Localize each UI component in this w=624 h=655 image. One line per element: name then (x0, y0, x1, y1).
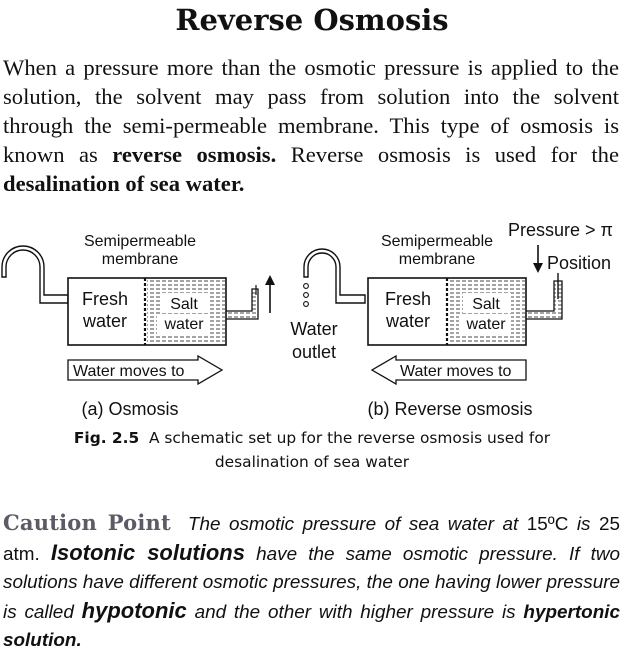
right-flow-arrow (370, 354, 527, 386)
water-drop (303, 301, 309, 307)
caution-bold-isotonic: Isotonic solutions (50, 540, 245, 565)
right-salt-label-line1: Salt (472, 296, 500, 313)
caution-atm: 25 atm. (3, 514, 621, 565)
left-subcaption: (a) Osmosis (81, 399, 178, 419)
left-inverted-u-pipe (1, 245, 69, 304)
right-outlet-label-line2: outlet (292, 342, 336, 362)
right-outlet-label-line1: Water (290, 319, 337, 339)
left-fresh-label-line2: water (82, 311, 127, 331)
left-side-pipe (226, 288, 259, 320)
intro-text-2: Reverse osmosis is used for the (276, 142, 619, 167)
caution-text-4: and the other with higher pressure is (186, 602, 524, 623)
caution-bold-hypertonic: hypertonic solution. (3, 602, 620, 651)
figure-caption-label: Fig. 2.5 (73, 429, 140, 447)
osmosis-figure: Semipermeable membrane Fresh water Salt … (1, 220, 613, 419)
intro-bold-desalination: desalination of sea water. (3, 171, 245, 196)
right-pressure-label: Pressure > π (508, 220, 613, 240)
right-flow-label: Water moves to (400, 363, 512, 380)
right-membrane-label-line2: membrane (399, 251, 476, 268)
water-drop (303, 292, 309, 298)
caution-text-3: have the same osmotic pressure. If two s… (3, 544, 620, 623)
right-salt-label-line2: water (465, 316, 506, 333)
left-membrane-label-line2: membrane (102, 251, 179, 268)
left-flow-arrow (67, 354, 224, 386)
water-drop (303, 283, 309, 289)
left-fresh-label-line1: Fresh (82, 289, 128, 309)
right-side-pipe (526, 280, 563, 320)
left-flow-label: Water moves to (73, 363, 185, 380)
right-inverted-u-pipe (303, 248, 366, 304)
right-position-label: Position (547, 253, 611, 273)
caution-heading: Caution Point (3, 510, 171, 535)
right-membrane-label-line1: Semipermeable (381, 233, 493, 250)
reverse-osmosis-setup-right: Semipermeable membrane Pressure > π Posi… (290, 220, 613, 419)
left-membrane-label-line1: Semipermeable (84, 233, 196, 250)
left-salt-label-line2: water (163, 316, 204, 333)
intro-text-1: When a pressure more than the osmotic pr… (3, 55, 619, 167)
caution-text-2: is (568, 514, 600, 535)
right-fresh-label-line2: water (385, 311, 430, 331)
page-title: Reverse Osmosis (175, 3, 449, 37)
intro-paragraph: When a pressure more than the osmotic pr… (3, 53, 619, 198)
figure-caption-line2: desalination of sea water (214, 453, 410, 471)
left-salt-label-line1: Salt (170, 296, 198, 313)
caution-text-1: The osmotic pressure of sea water at (187, 514, 527, 535)
right-subcaption: (b) Reverse osmosis (367, 399, 532, 419)
caution-temperature: 15ºC (526, 514, 569, 535)
intro-bold-reverse-osmosis: reverse osmosis. (112, 142, 277, 167)
figure-caption-line1: A schematic set up for the reverse osmos… (148, 429, 551, 447)
caution-bold-hypotonic: hypotonic (81, 598, 187, 623)
osmosis-setup-left: Semipermeable membrane Fresh water Salt … (1, 233, 275, 419)
figure-caption: Fig. 2.5 A schematic set up for the reve… (0, 426, 624, 474)
caution-point: Caution Point The osmotic pressure of se… (3, 509, 620, 655)
right-fresh-label-line1: Fresh (385, 289, 431, 309)
